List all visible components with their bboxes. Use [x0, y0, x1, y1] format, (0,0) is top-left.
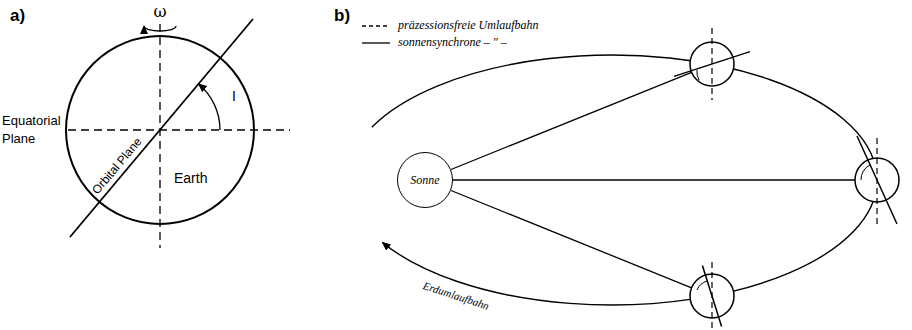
sun-earth-line	[451, 72, 692, 169]
angle-arc	[697, 70, 699, 80]
panel-label: b)	[334, 6, 350, 26]
sun-synchronous-axis	[857, 136, 897, 224]
legend-sample	[360, 21, 392, 31]
legend-line-sample	[362, 42, 390, 43]
plane-label: Orbital Plane	[89, 134, 145, 196]
angle-arc	[861, 165, 870, 180]
inclination-arc	[199, 84, 220, 130]
node-label: Sonne	[410, 173, 439, 187]
orbit-label: Erdumlaufbahn	[421, 279, 490, 313]
rotation-arrow	[144, 26, 176, 31]
legend-row: sonnensynchrone – ″ –	[360, 35, 507, 50]
plane-label: Equatorial Plane	[2, 112, 68, 148]
rotation-axis	[159, 24, 160, 248]
sun-circle: Sonne	[397, 152, 453, 208]
angle-arc	[697, 281, 707, 290]
sun-earth-line	[453, 179, 855, 180]
legend-sample	[360, 38, 392, 48]
legend-text: präzessionsfreie Umlaufbahn	[398, 18, 539, 33]
legend-line-sample	[362, 25, 390, 26]
orbital-plane-line	[70, 19, 253, 237]
legend-text: sonnensynchrone – ″ –	[398, 35, 507, 50]
sun-synchronous-axis	[702, 266, 721, 327]
inclination-symbol: I	[232, 88, 236, 105]
earth-orbit	[372, 55, 877, 305]
panel-label: a)	[10, 6, 25, 26]
equatorial-line	[68, 129, 290, 130]
earth-circle: Earth	[65, 35, 255, 225]
node-label: Earth	[174, 170, 207, 187]
sun-synchronous-axis	[674, 52, 750, 77]
legend-row: präzessionsfreie Umlaufbahn	[360, 18, 539, 33]
angular-velocity-symbol: ω	[153, 2, 166, 21]
sun-earth-line	[451, 191, 692, 288]
